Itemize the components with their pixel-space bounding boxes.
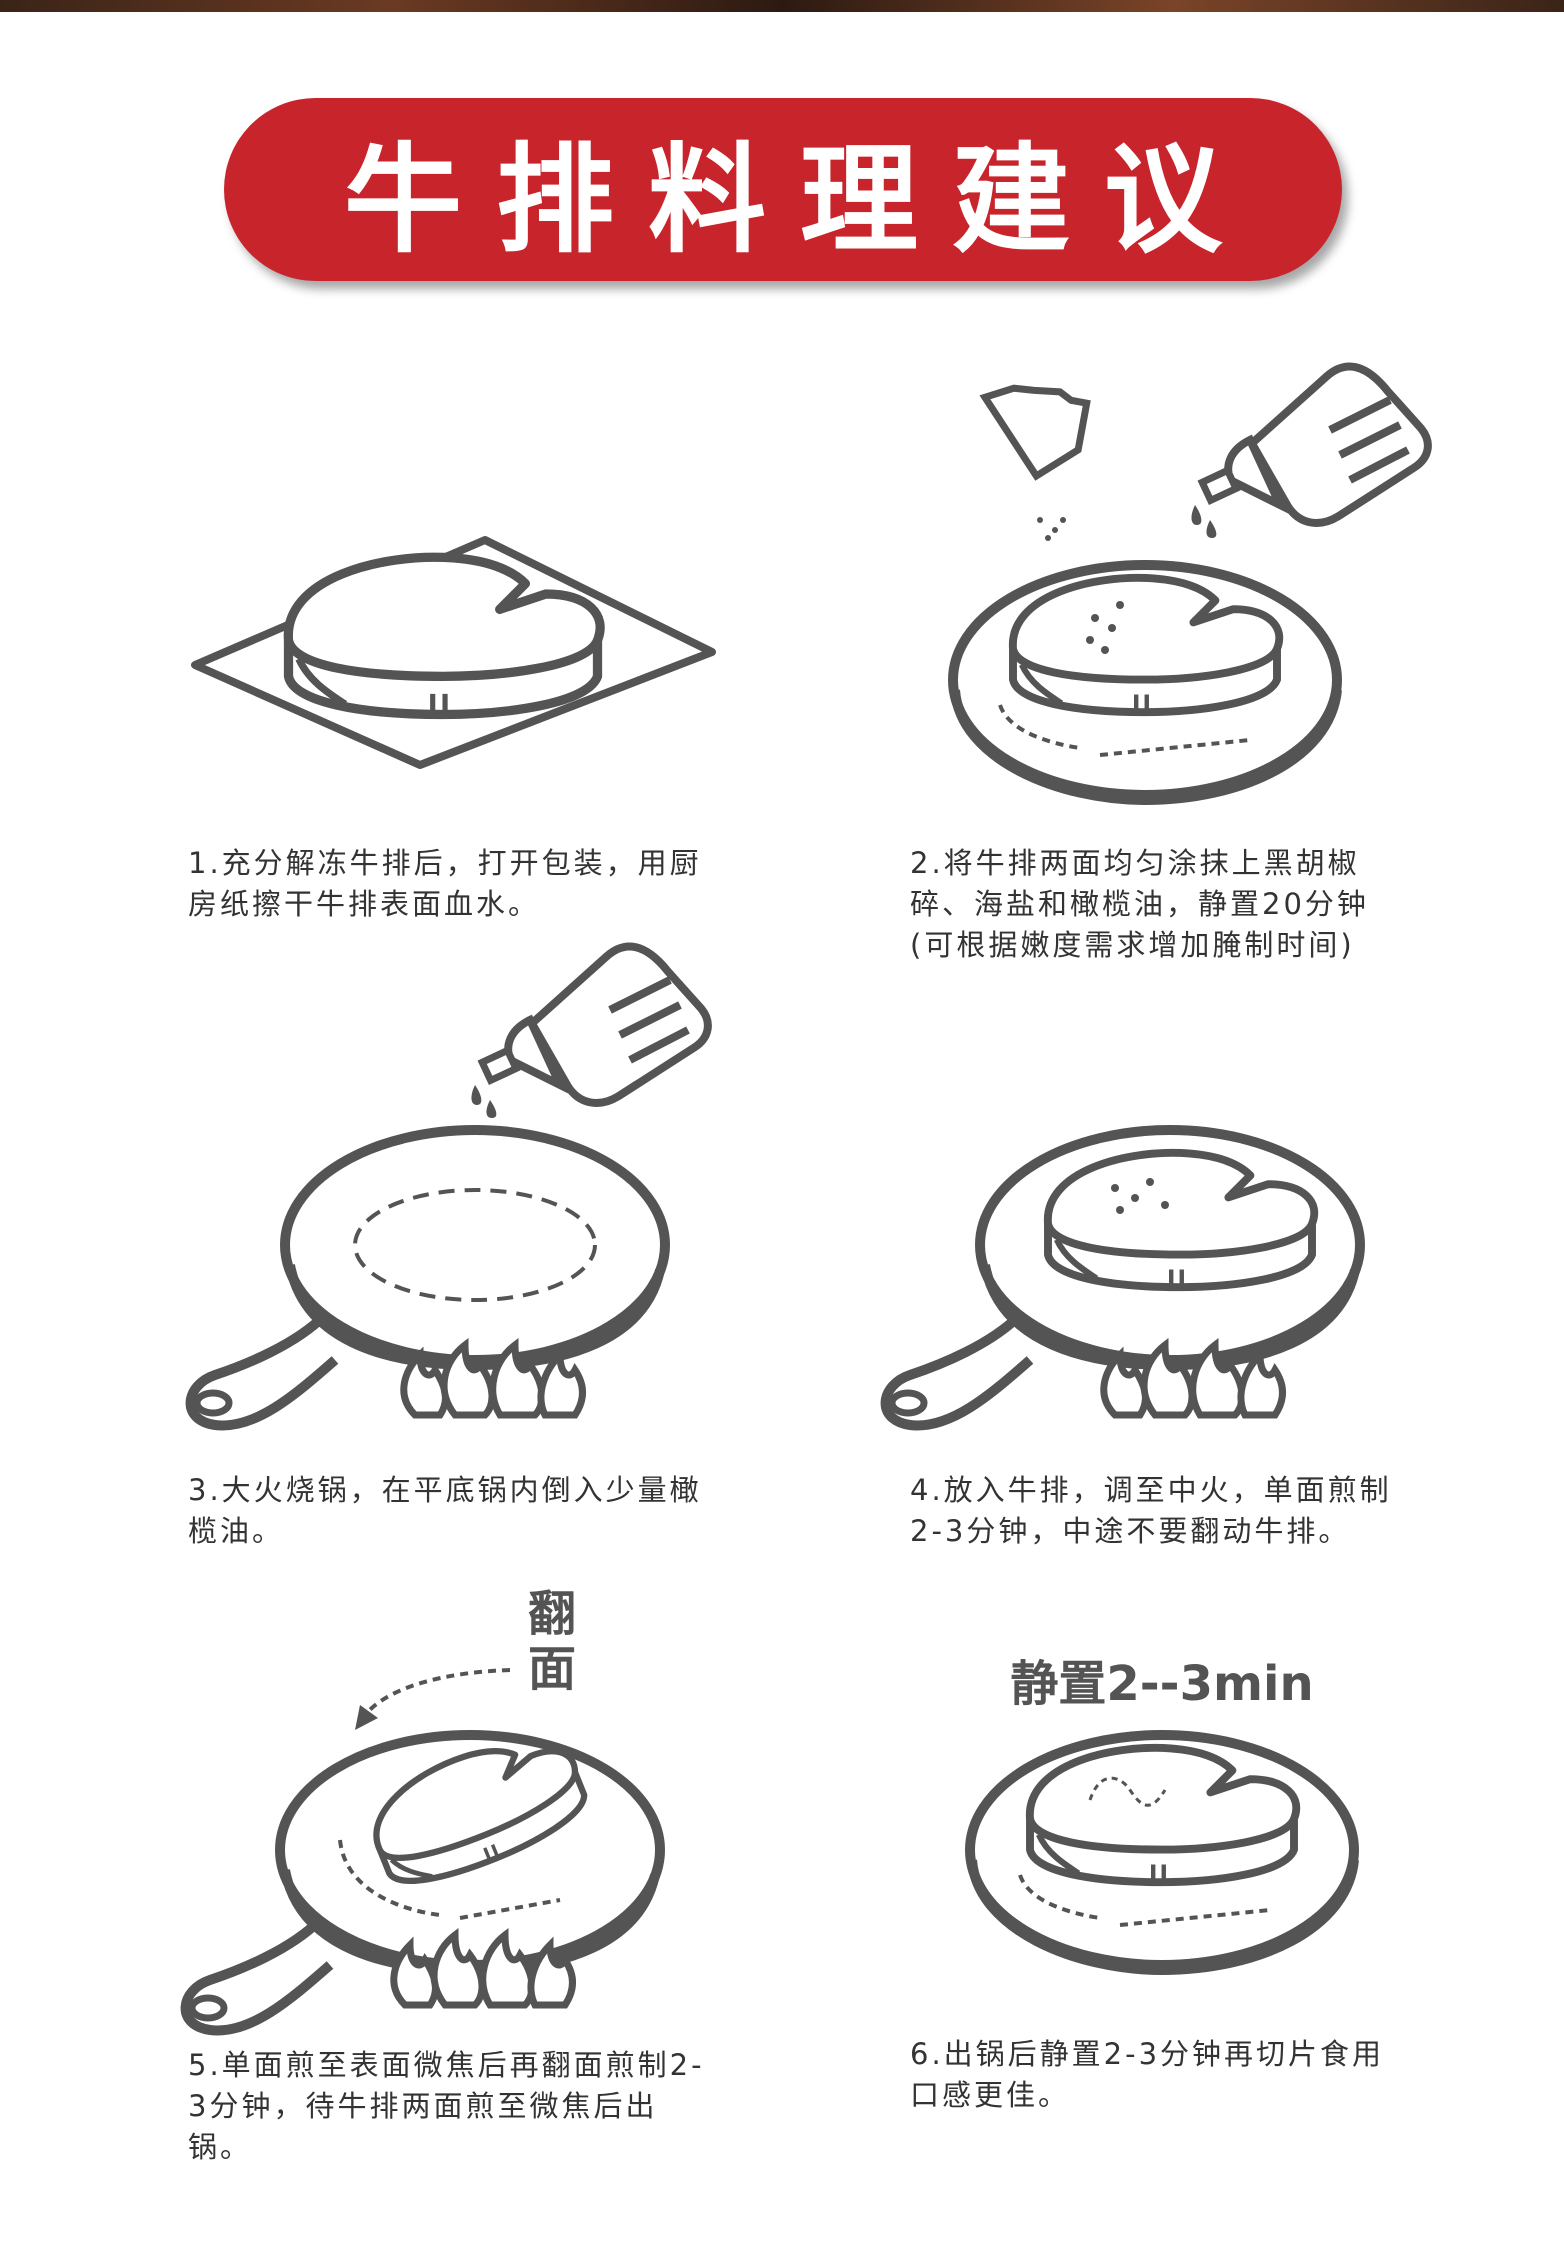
flip-label-1: 翻 (528, 1586, 576, 1642)
oil-bottle-icon (471, 940, 713, 1118)
step4-illustration (886, 1130, 1360, 1425)
step3-illustration (191, 940, 714, 1425)
step-2-text: 2.将牛排两面均匀涂抹上黑胡椒碎、海盐和橄榄油，静置20分钟(可根据嫩度需求增加… (910, 846, 1369, 962)
step-5-text: 5.单面煎至表面微焦后再翻面煎制2-3分钟，待牛排两面煎至微焦后出锅。 (188, 2048, 705, 2164)
page-title: 牛排料理建议 (343, 131, 1256, 269)
step2-illustration (948, 360, 1434, 806)
title-banner: 牛排料理建议 (224, 98, 1342, 281)
rest-label: 静置2--3min (1010, 1656, 1313, 1712)
step-1-text: 1.充分解冻牛排后，打开包装，用厨房纸擦干牛排表面血水。 (188, 846, 702, 921)
step-4-text: 4.放入牛排，调至中火，单面煎制2-3分钟，中途不要翻动牛排。 (910, 1473, 1392, 1548)
flip-label-2: 面 (528, 1641, 576, 1697)
oil-bottle-icon (1191, 360, 1433, 538)
step-3-text: 3.大火烧锅，在平底锅内倒入少量橄榄油。 (188, 1473, 702, 1548)
top-photo-strip (0, 0, 1564, 12)
step1-illustration (191, 536, 716, 769)
seasoning-packet-icon (979, 384, 1091, 481)
step-6-text: 6.出锅后静置2-3分钟再切片食用口感更佳。 (910, 2037, 1385, 2112)
flip-arrow-icon (363, 1668, 511, 1717)
step6-illustration: 静置2--3min (965, 1656, 1359, 1976)
step5-illustration: 翻 面 (186, 1586, 660, 2030)
